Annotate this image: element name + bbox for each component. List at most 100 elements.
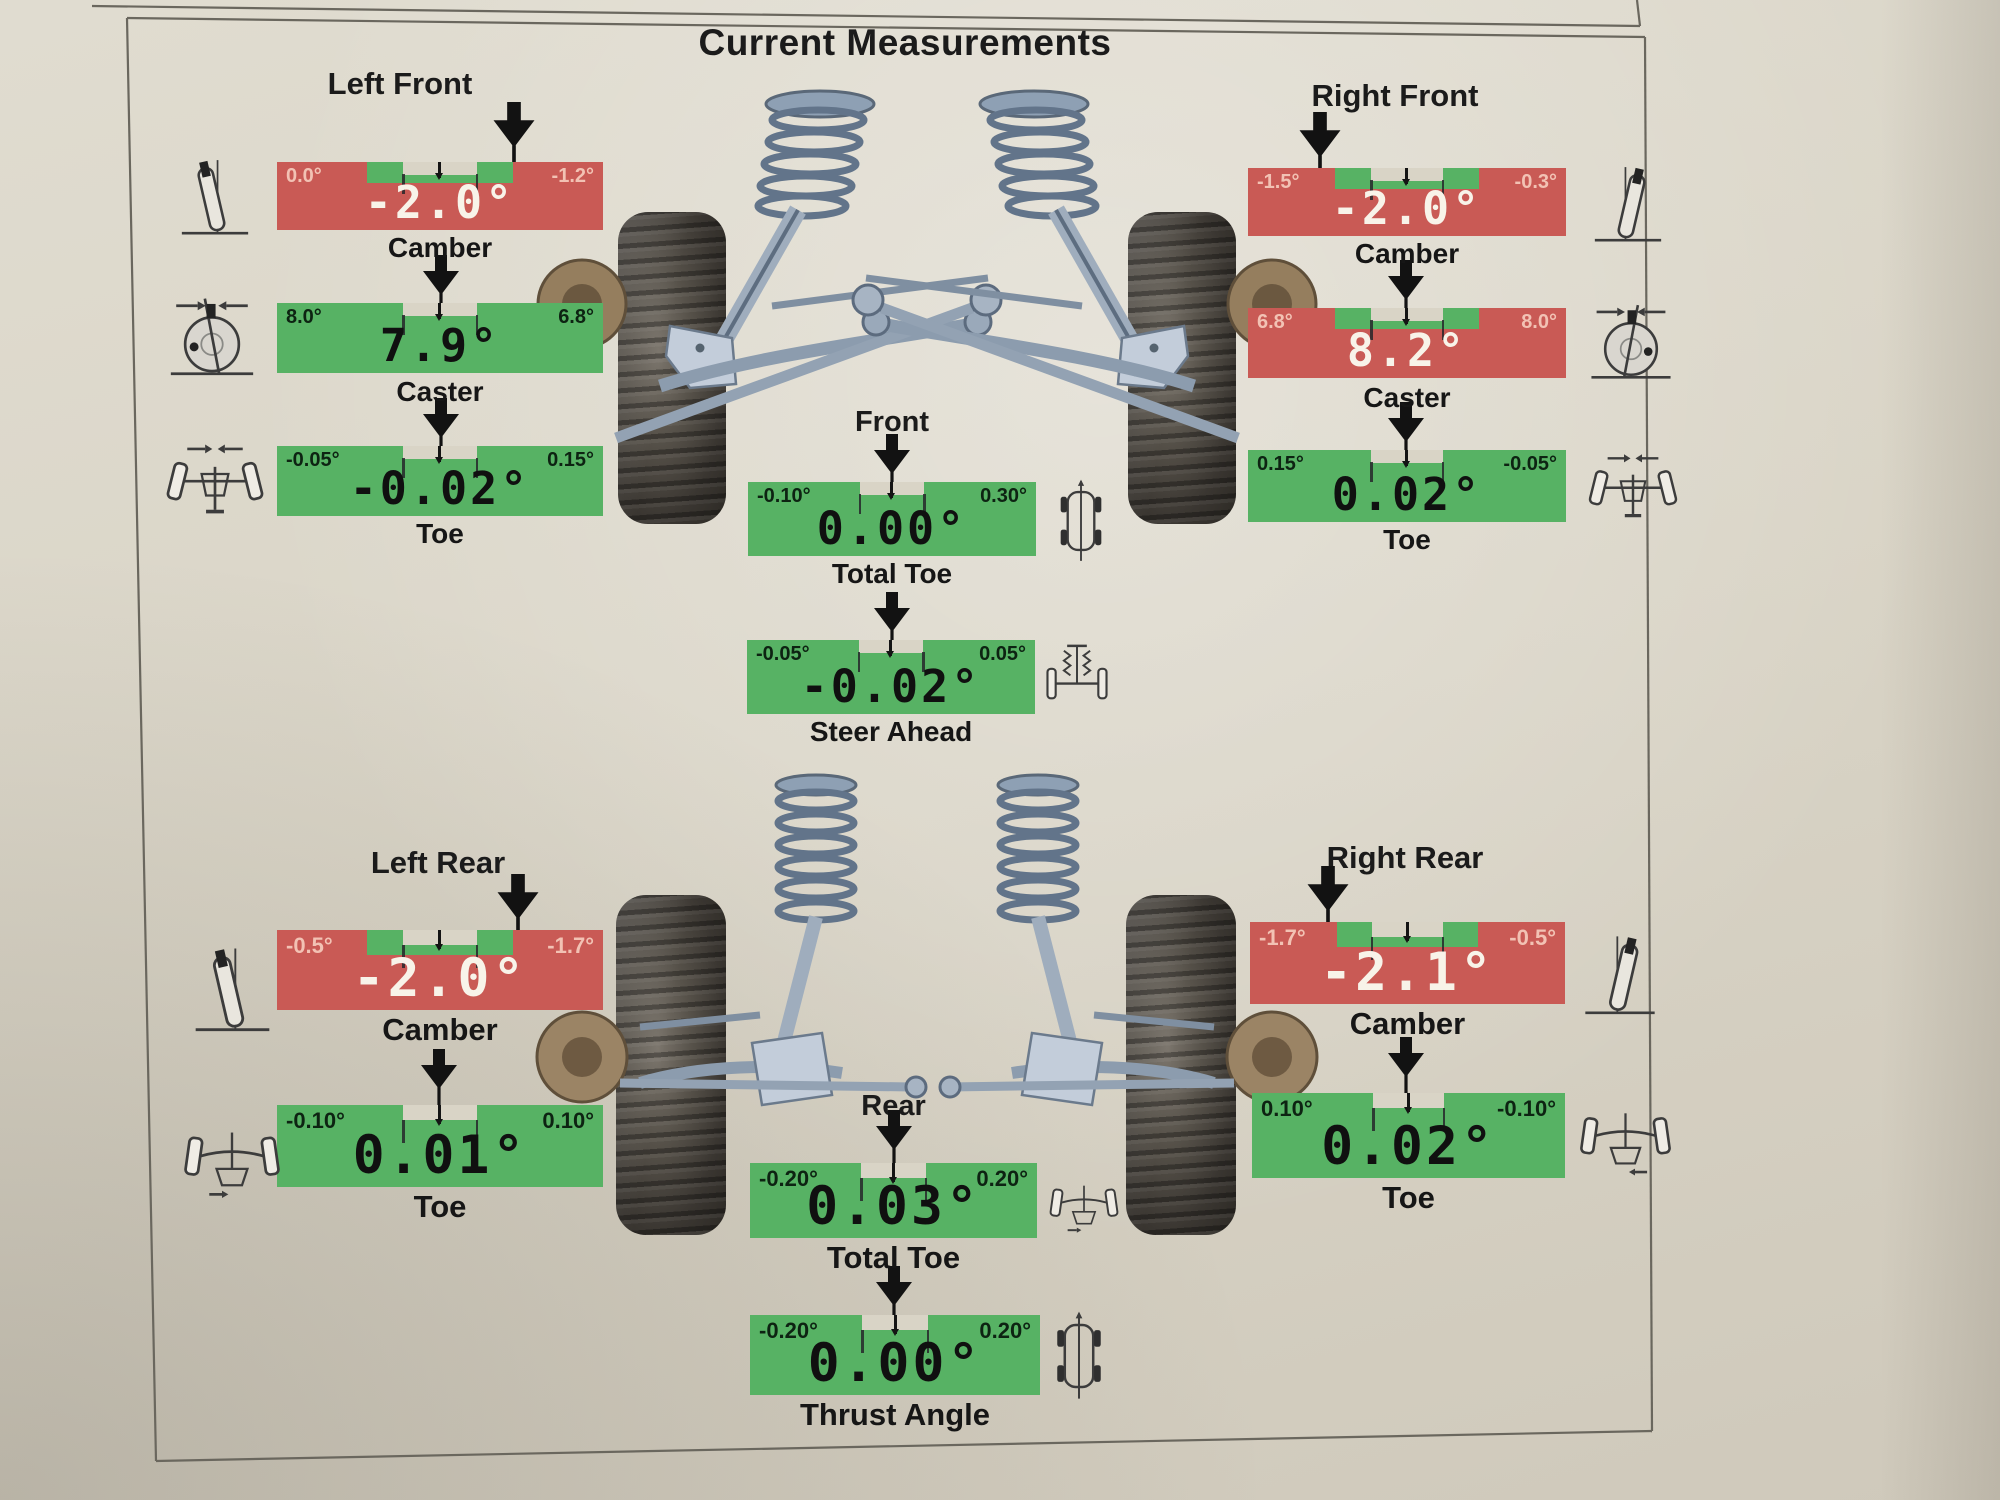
rf-camber-icon [1588,162,1668,247]
gauge-value: 0.02° [1321,1116,1496,1177]
rr-toe-gauge: 0.10° -0.10° 0.02° [1252,1093,1565,1178]
scale-right-label: 0.20° [979,1318,1031,1343]
total-toe-label: Total Toe [826,1240,961,1275]
gauge-notch [366,303,514,336]
camber-label: Camber [387,232,493,263]
scale-right-label: 8.0° [1521,311,1557,333]
gauge-bar: -1.5° -0.3° -2.0° [1248,168,1566,236]
gauge-notch [366,162,514,195]
gauge-needle [890,1315,899,1335]
lf-toe-icon [165,440,265,525]
gauge-needle [435,1105,444,1125]
gauge-needle [435,930,444,950]
gauge-needle [435,303,444,321]
scale-left-label: 6.8° [1257,311,1293,333]
steer-ahead-gauge: -0.05° 0.05° -0.02° [747,640,1035,714]
thrust-angle-label: Thrust Angle [799,1397,990,1432]
toe-label: Toe [1382,1180,1435,1215]
gauge-needle [435,162,444,180]
gauge-value: -2.1° [1320,942,1495,1003]
scale-left-label: -1.7° [1259,925,1306,950]
gauge-needle [888,1163,897,1183]
lr-camber-icon [190,935,275,1045]
thrust-angle-icon [1048,1310,1110,1402]
gauge-value: 7.9° [379,319,501,372]
gauge-bar: 6.8° 8.0° 8.2° [1248,308,1566,378]
front-axle-heading: Front [854,406,930,438]
lf-toe-gauge: -0.05° 0.15° -0.02° [277,446,603,516]
rf-toe-gauge: 0.15° -0.05° 0.02° [1248,450,1566,522]
gauge-notch [366,930,514,969]
scale-right-label: -0.3° [1514,171,1557,193]
scale-left-label: -0.05° [756,643,810,665]
gauge-notch [827,482,957,515]
scale-right-label: 0.15° [547,449,594,471]
gauge-value: 0.01° [352,1125,528,1186]
scale-right-label: -0.10° [1497,1096,1556,1121]
gauge-bar: -0.10° 0.30° 0.00° [748,482,1036,556]
scale-right-label: -1.7° [547,933,594,958]
scale-left-label: 8.0° [286,306,322,328]
camber-label: Camber [1354,238,1460,269]
down-arrow [492,102,536,168]
rear-total-toe-gauge: -0.20° 0.20° 0.03° [750,1163,1037,1238]
total-toe-label: Total Toe [831,558,953,589]
down-arrow [421,1049,457,1107]
gauge-value: -0.02° [800,660,982,713]
scale-right-label: 0.10° [542,1108,594,1133]
rf-toe-icon [1587,448,1679,530]
gauge-bar: 0.10° -0.10° 0.02° [1252,1093,1565,1178]
scale-left-label: -0.10° [757,485,811,507]
scale-left-label: -1.5° [1257,171,1300,193]
gauge-bar: -0.05° 0.05° -0.02° [747,640,1035,714]
lr-toe-gauge: -0.10° 0.10° 0.01° [277,1105,603,1187]
gauge-needle [1402,168,1411,186]
gauge-value: -2.0° [364,176,516,229]
caster-label: Caster [396,376,484,407]
page-title: Current Measurements [698,22,1112,63]
scale-right-label: -0.05° [1503,453,1557,475]
gauge-notch [366,1105,514,1144]
gauge-needle [1403,922,1411,942]
gauge-needle [887,482,896,500]
gauge-bar: 0.15° -0.05° 0.02° [1248,450,1566,522]
toe-label: Toe [413,1189,467,1224]
gauge-needle [886,640,895,658]
gauge-value: -2.0° [1331,182,1483,235]
gauge-notch [1335,308,1479,341]
gauge-needle [1402,450,1411,468]
rr-toe-icon [1578,1090,1673,1185]
toe-label: Toe [1383,524,1431,555]
gauge-bar: -0.5° -1.7° -2.0° [277,930,603,1010]
scale-left-label: -0.20° [759,1318,818,1343]
scale-left-label: -0.05° [286,449,340,471]
thrust-angle-gauge: -0.20° 0.20° 0.00° [750,1315,1040,1395]
gauge-bar: -0.10° 0.10° 0.01° [277,1105,603,1187]
gauge-notch [366,446,514,479]
scale-left-label: -0.5° [286,933,333,958]
camber-label: Camber [382,1012,498,1047]
lf-caster-gauge: 8.0° 6.8° 7.9° [277,303,603,373]
left-rear-heading: Left Rear [370,845,506,880]
down-arrow [1298,112,1342,178]
rr-camber-icon [1580,928,1660,1023]
gauge-bar: -1.7° -0.5° -2.1° [1250,922,1565,1004]
gauge-notch [826,640,956,673]
scale-right-label: 0.20° [976,1166,1028,1191]
down-arrow [876,1266,912,1324]
rear-suspension-illustration [535,765,1340,1245]
rf-caster-gauge: 6.8° 8.0° 8.2° [1248,308,1566,378]
scale-left-label: -0.20° [759,1166,818,1191]
gauge-notch [828,1163,959,1202]
left-front-heading: Left Front [327,66,473,101]
lf-caster-icon [162,295,262,380]
scale-right-label: 0.05° [979,643,1026,665]
gauge-notch [1336,922,1479,961]
gauge-notch [1335,168,1479,201]
caster-label: Caster [1363,382,1451,413]
gauge-bar: -0.20° 0.20° 0.03° [750,1163,1037,1238]
down-arrow [496,874,540,940]
steer-ahead-label: Steer Ahead [809,716,973,747]
gauge-value: 0.02° [1331,468,1483,521]
